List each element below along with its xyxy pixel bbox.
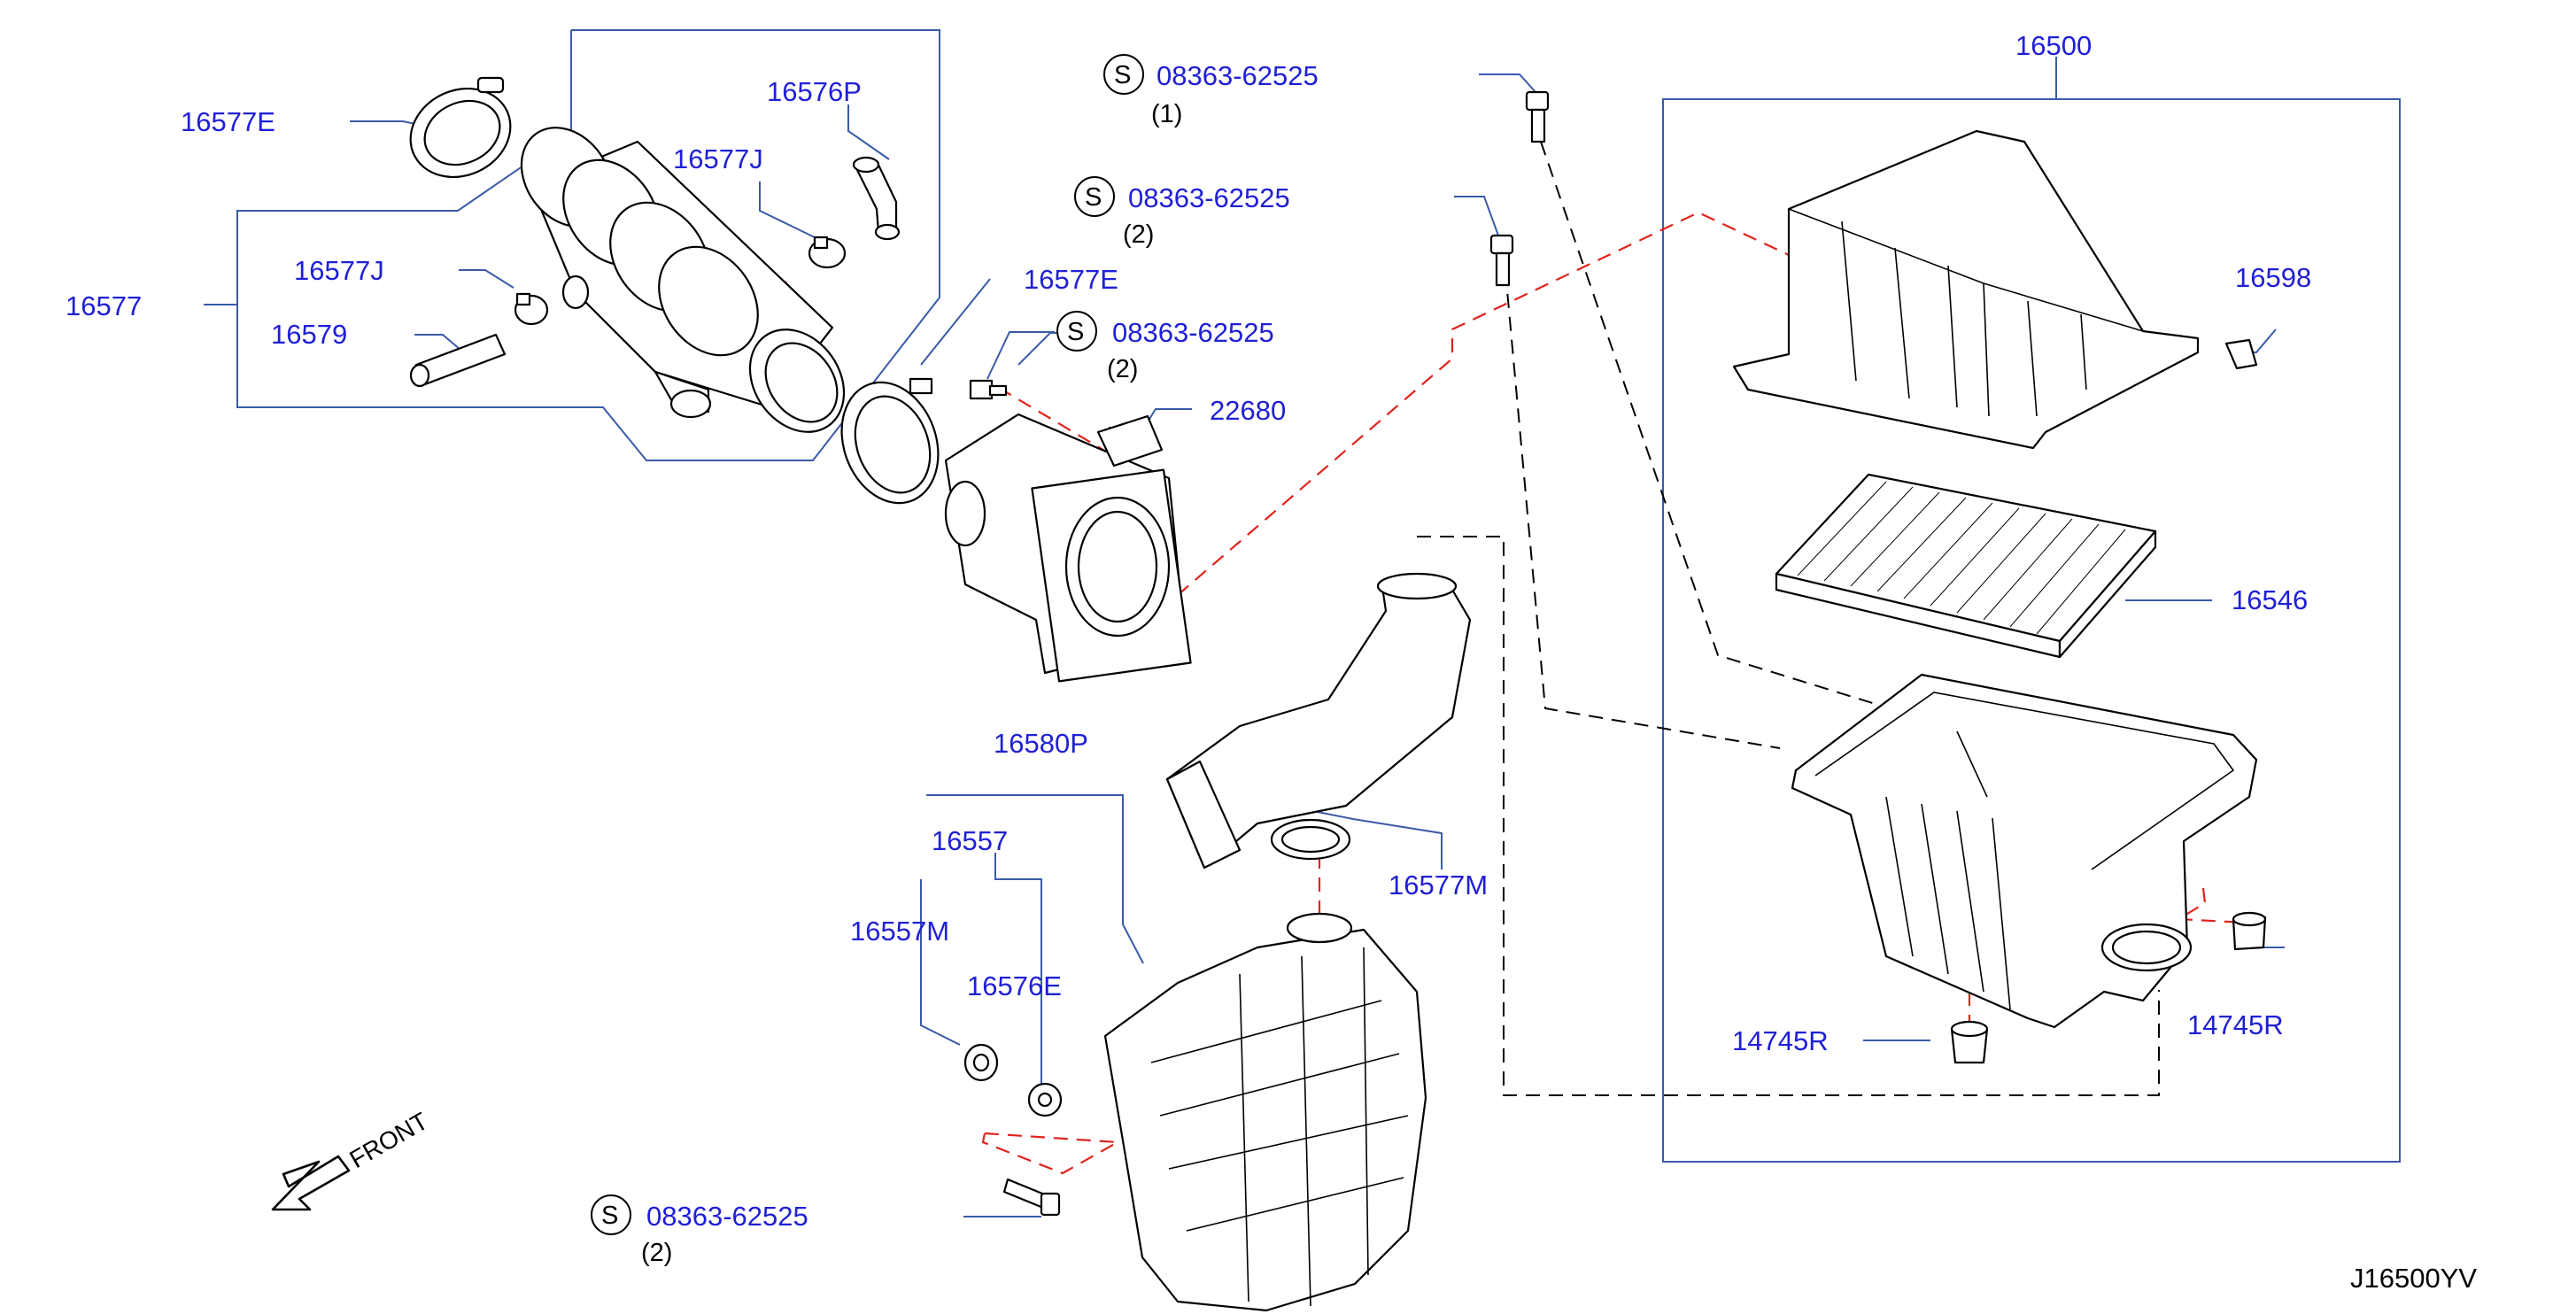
label-16576e[interactable]: 16576E bbox=[967, 970, 1062, 1001]
label-16579[interactable]: 16579 bbox=[271, 319, 347, 350]
screw-part-number[interactable]: 08363-62525 bbox=[1156, 60, 1319, 91]
grommet-16557m[interactable] bbox=[963, 1043, 999, 1082]
bolt-bottom[interactable] bbox=[1002, 1178, 1061, 1217]
tube-16579[interactable] bbox=[409, 333, 507, 388]
screw-qty: (2) bbox=[1123, 220, 1154, 249]
screw-callout-3: S 08363-62525 (2) bbox=[1056, 311, 1274, 383]
screw-callout-1: S 08363-62525 (1) bbox=[1103, 54, 1319, 128]
assembly-box-16500 bbox=[1662, 98, 2401, 1163]
label-16577e-mid[interactable]: 16577E bbox=[1024, 264, 1118, 295]
clamp-16577e-top[interactable] bbox=[396, 73, 525, 193]
clamp-16577e-mid[interactable] bbox=[825, 368, 955, 516]
screw-symbol: S bbox=[1114, 61, 1131, 89]
screw-part-number[interactable]: 08363-62525 bbox=[1112, 317, 1274, 348]
clip-16577j-top[interactable] bbox=[808, 236, 847, 269]
s-symbol-icon bbox=[1103, 54, 1144, 95]
label-16557[interactable]: 16557 bbox=[932, 825, 1008, 856]
label-16577[interactable]: 16577 bbox=[66, 290, 142, 321]
bracket-16577 bbox=[236, 29, 940, 461]
resonator-16557[interactable] bbox=[1103, 912, 1427, 1312]
screw-part-number[interactable]: 08363-62525 bbox=[1128, 182, 1290, 213]
s-symbol-icon bbox=[591, 1194, 631, 1235]
air-cleaner-cover[interactable] bbox=[1732, 129, 2200, 450]
label-16598[interactable]: 16598 bbox=[2235, 262, 2311, 293]
bolt-top-1[interactable] bbox=[1525, 90, 1550, 143]
screw-part-number[interactable]: 08363-62525 bbox=[646, 1201, 808, 1232]
label-16577j-mid[interactable]: 16577J bbox=[294, 255, 384, 286]
screw-callout-4: S 08363-62525 (2) bbox=[591, 1194, 808, 1267]
diagram-code: J16500YV bbox=[2350, 1263, 2477, 1294]
clip-16577j-mid[interactable] bbox=[514, 292, 549, 326]
screw-qty: (2) bbox=[1107, 355, 1138, 383]
screw-symbol: S bbox=[601, 1202, 618, 1230]
screw-symbol: S bbox=[1067, 318, 1084, 346]
air-cleaner-body[interactable] bbox=[1791, 673, 2258, 1029]
front-arrow-icon bbox=[271, 1155, 351, 1211]
screw-qty: (1) bbox=[1151, 100, 1182, 128]
screw-symbol: S bbox=[1085, 183, 1102, 212]
tube-16576p[interactable] bbox=[852, 156, 901, 241]
bolt-near-maf[interactable] bbox=[969, 379, 1008, 400]
filter-16546[interactable] bbox=[1775, 473, 2157, 659]
duct-16580p[interactable] bbox=[1165, 572, 1472, 870]
label-14745r-right[interactable]: 14745R bbox=[2187, 1009, 2284, 1040]
bolt-top-2[interactable] bbox=[1489, 234, 1514, 287]
label-16577j-top[interactable]: 16577J bbox=[673, 143, 763, 174]
grommet-14745r-left[interactable] bbox=[1950, 1020, 1989, 1064]
label-16580p[interactable]: 16580P bbox=[994, 728, 1088, 759]
label-16557m[interactable]: 16557M bbox=[850, 916, 949, 947]
label-16546[interactable]: 16546 bbox=[2232, 584, 2308, 615]
front-label: FRONT bbox=[345, 1107, 433, 1173]
label-14745r-left[interactable]: 14745R bbox=[1732, 1025, 1829, 1056]
clip-16598[interactable] bbox=[2224, 338, 2258, 370]
label-22680[interactable]: 22680 bbox=[1210, 395, 1286, 426]
s-symbol-icon bbox=[1056, 311, 1097, 352]
screw-callout-2: S 08363-62525 (2) bbox=[1074, 176, 1290, 249]
label-16577e-top[interactable]: 16577E bbox=[181, 106, 275, 137]
washer-16576e[interactable] bbox=[1027, 1082, 1063, 1117]
maf-sensor-22680[interactable] bbox=[944, 413, 1192, 683]
grommet-14745r-right[interactable] bbox=[2232, 911, 2267, 951]
s-symbol-icon bbox=[1074, 176, 1115, 217]
label-16576p[interactable]: 16576P bbox=[767, 76, 862, 107]
hose-16577[interactable] bbox=[503, 110, 863, 450]
label-16577m[interactable]: 16577M bbox=[1389, 870, 1488, 900]
black-dash-lines bbox=[1417, 141, 2160, 1096]
label-16500[interactable]: 16500 bbox=[2015, 30, 2092, 61]
screw-qty: (2) bbox=[641, 1239, 672, 1267]
